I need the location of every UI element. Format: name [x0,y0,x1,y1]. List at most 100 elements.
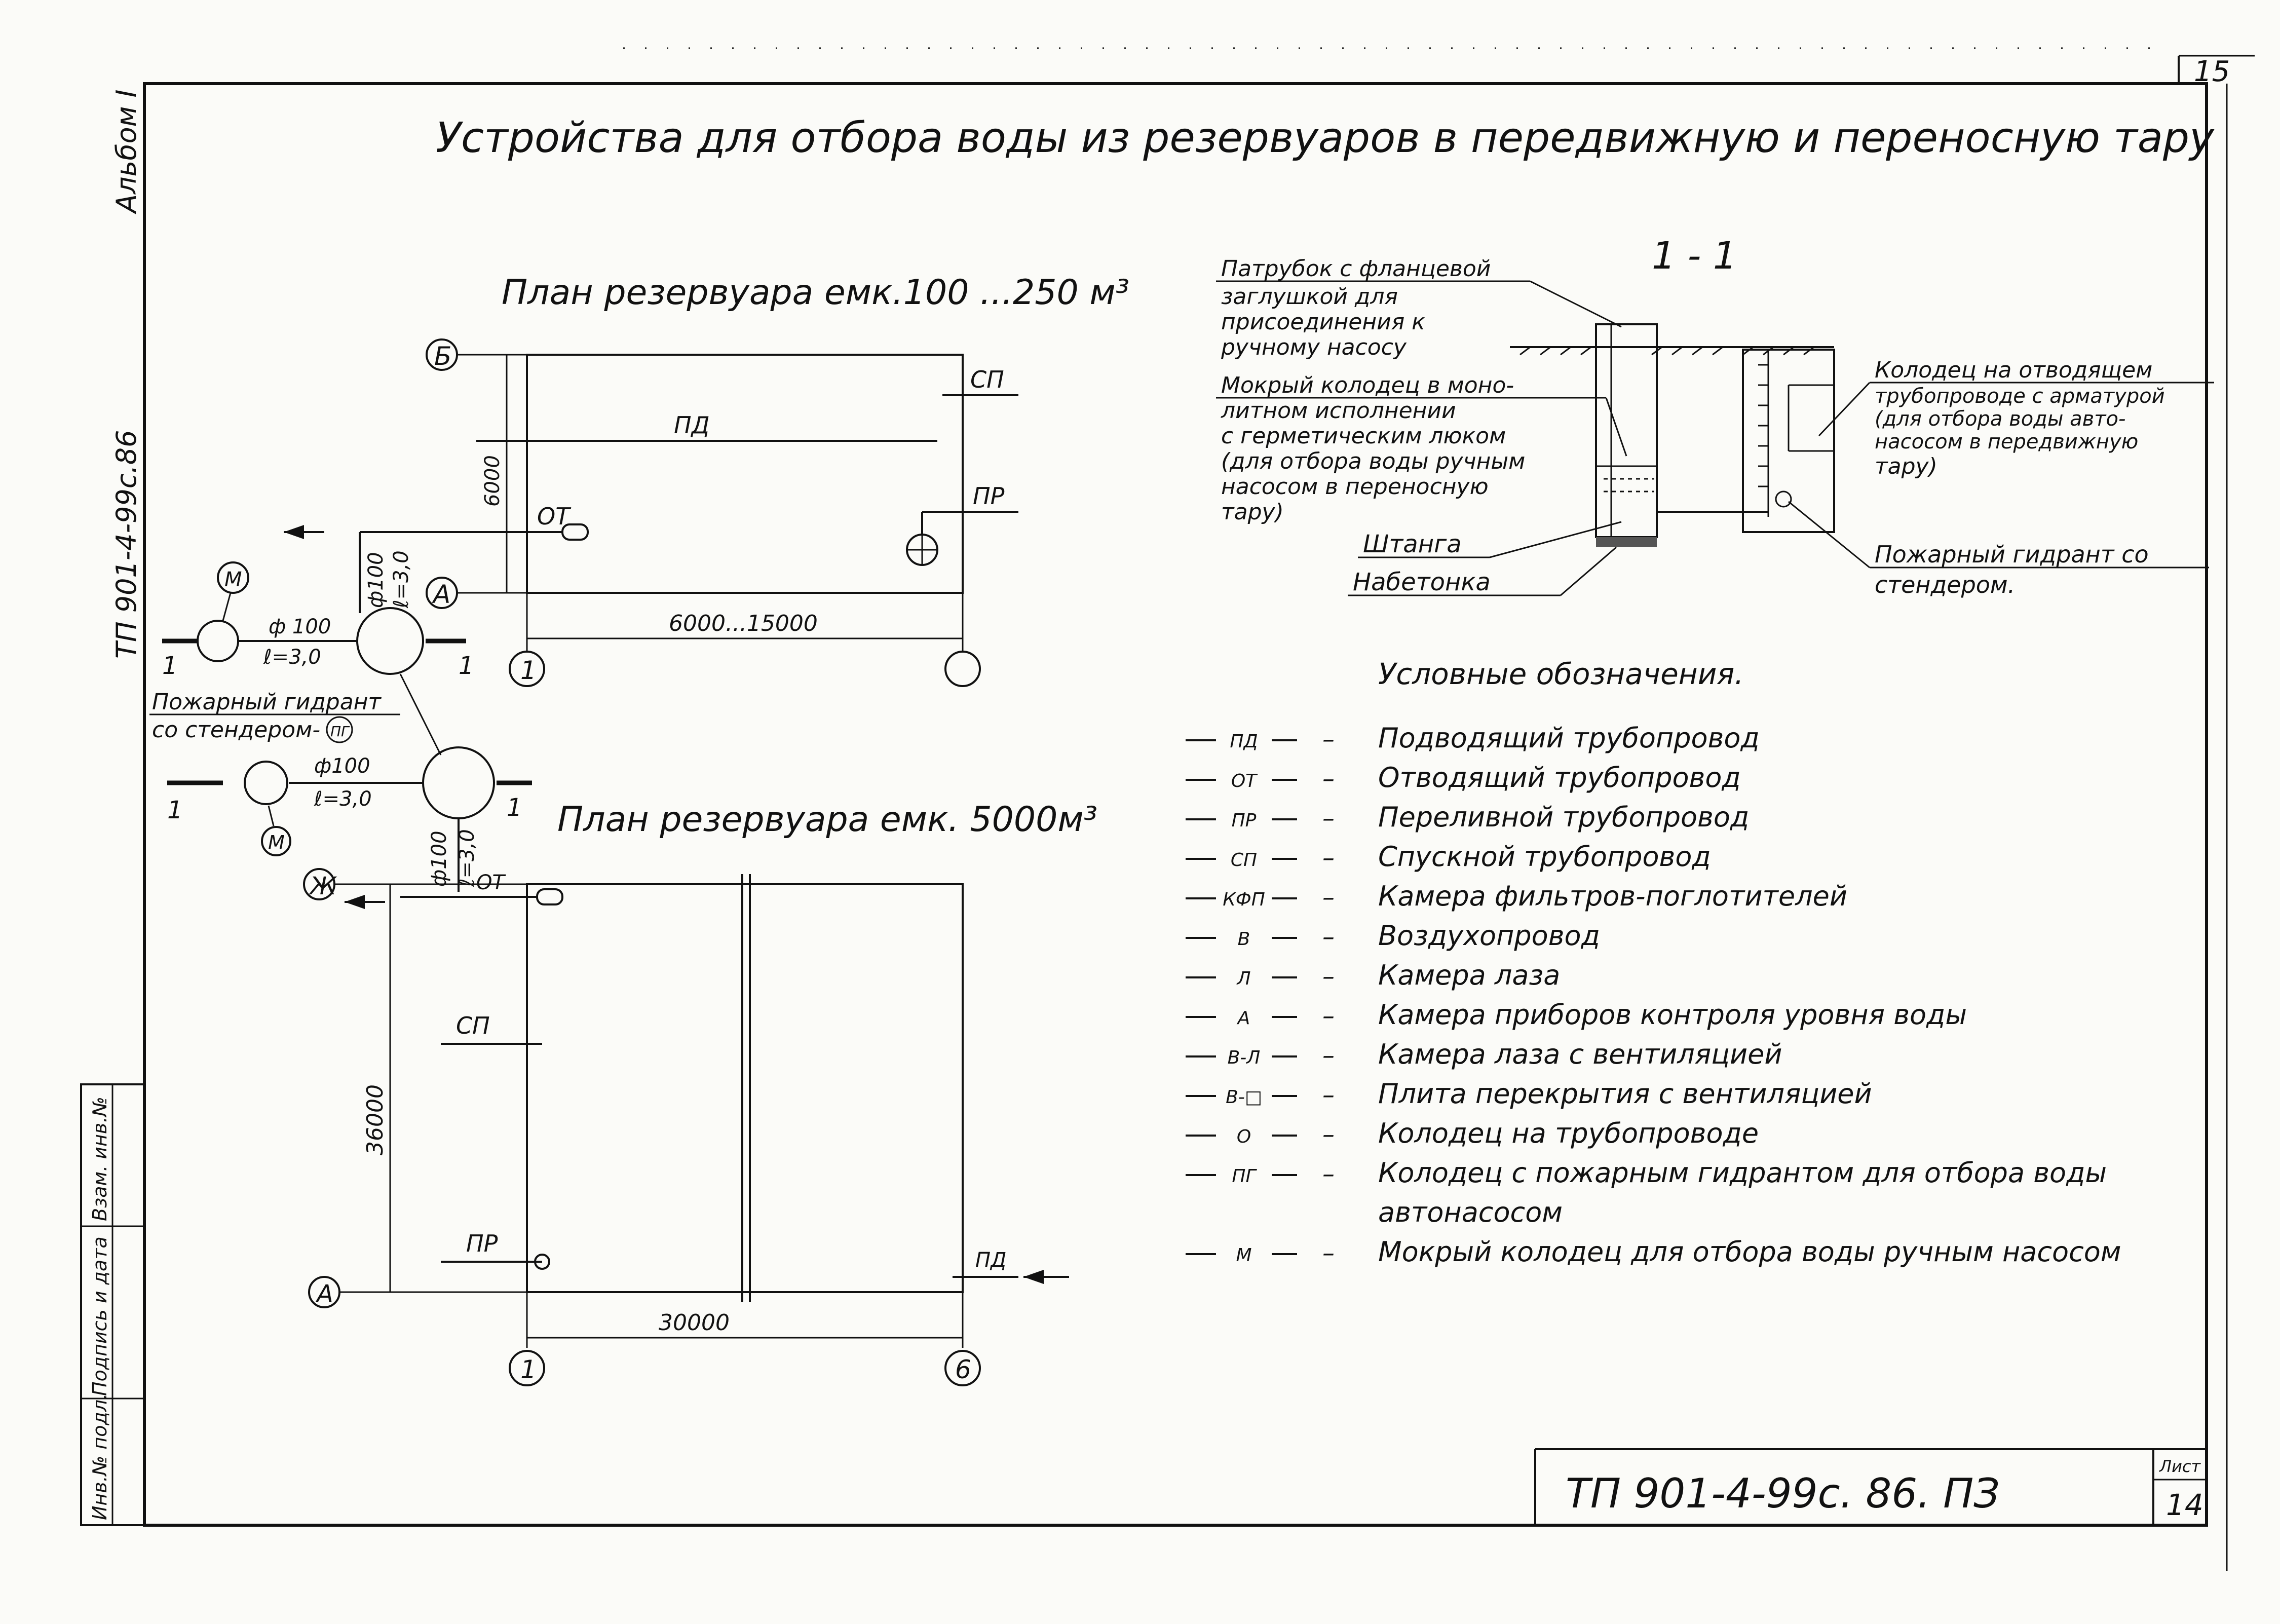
plan2-dim-horizontal-label: 30000 [659,1310,730,1336]
callout-branch-l1: Патрубок с фланцевой [1221,256,1491,282]
legend-row: В–Воздухопровод [1186,920,1600,952]
callout-outlet-l5: тару) [1875,454,1937,479]
plan2-pipe-sp-label: СП [456,1012,490,1039]
legend-symbol: ОТ [1231,771,1258,791]
callout-concrete: Набетонка [1353,568,1491,596]
ground-hatch [1519,346,1814,356]
legend-dash: – [1322,1041,1335,1070]
plan2-well-m-label: М [268,832,285,854]
legend-text: автонасосом [1378,1196,1563,1228]
outlet-well-section [1742,349,1835,533]
callout-branch-l2: заглушкой для [1221,284,1398,310]
legend-row: автонасосом [1378,1196,1563,1228]
plan2-len-vert: ℓ=3,0 [455,829,479,887]
callout-outlet-l3: (для отбора воды авто- [1875,407,2125,431]
hydrant-symbol-label: ПГ [330,723,350,740]
axis-6-label: 6 [955,1355,971,1384]
legend-symbol: ПР [1232,810,1257,831]
plan2-outline [526,883,964,1293]
plan1-dia-horiz: ф 100 [269,615,331,638]
plan1-title: План резервуара емк.100 ...250 м³ [502,273,1129,313]
axis-1b-label: 1 [520,1355,537,1384]
main-title: Устройства для отбора воды из резервуаро… [436,114,2215,162]
legend-text: Переливной трубопровод [1378,801,1749,833]
plan2-dia-horiz: ф100 [314,754,370,778]
legend-row: ПР–Переливной трубопровод [1186,801,1749,833]
plan1-dia-vert: ф100 [364,552,388,608]
plan2-len-horiz: ℓ=3,0 [314,787,372,811]
legend-dash: – [1322,962,1335,991]
axis-a-label: А [432,580,450,609]
plan2-overflow-well [534,1254,550,1270]
axis-1-label: 1 [520,656,537,685]
stamp-col-inv: Инв.№ подл. [89,1393,111,1520]
legend-row: В-□–Плита перекрытия с вентиляцией [1186,1078,1872,1110]
legend-row: СП–Спускной трубопровод [1186,841,1711,873]
plan1-len-horiz: ℓ=3,0 [263,646,321,669]
legend-dash: – [1322,883,1335,912]
plan2-section-mark-left: 1 [167,796,183,824]
legend-dash: – [1322,1120,1335,1149]
plan2-well-m-marker [261,826,291,856]
legend-text: Колодец на трубопроводе [1378,1117,1759,1149]
concrete-pad [1596,537,1657,547]
hydrant-symbol-marker [326,716,353,743]
legend-row: Л–Камера лаза [1186,959,1560,991]
plan1-section-mark-left: 1 [162,652,178,680]
album-label: Альбом I [110,90,142,214]
legend-text: Плита перекрытия с вентиляцией [1378,1078,1872,1110]
axis-2-marker [944,651,981,687]
sheet-marker: 15 [2194,55,2230,88]
plan2-dia-vert: ф100 [428,830,451,887]
plan2-title: План резервуара емк. 5000м³ [557,800,1097,840]
plan1-pipe-sp-label: СП [970,366,1004,393]
title-block: ТП 901-4-99с. 86. ПЗ Лист 14 [1534,1448,2207,1525]
sheet-frame: 15 [143,47,2255,1571]
legend-row: КФП – Камера фильтров-поглотителей [1186,880,1847,912]
plan1-len-vert: ℓ=3,0 [390,550,413,609]
callout-outlet-l1: Колодец на отводящем [1875,357,2152,383]
legend-dash: – [1322,1239,1335,1267]
legend-symbol: А [1237,1008,1250,1029]
legend-text: Камера фильтров-поглотителей [1378,880,1847,912]
plan1-dim-horizontal-label: 6000...15000 [669,611,818,636]
legend-symbol: ПД [1230,731,1258,752]
callout-hydrant-l1: Пожарный гидрант со [1875,541,2149,568]
legend-title: Условные обозначения. [1378,657,1744,691]
legend-dash: – [1322,923,1335,951]
plan-reservoir-large: План резервуара емк. 5000м³ 1 ф100 ℓ=3,0… [167,746,1097,1386]
callout-hydrant-l2: стендером. [1875,571,2015,598]
callout-wet-well-l3: с герметическим люком [1221,423,1506,449]
legend-text: Спускной трубопровод [1378,841,1711,873]
ladder-rungs [1758,364,1768,487]
legend-row: М – Мокрый колодец для отбора воды ручным … [1186,1236,2121,1268]
legend-dash: – [1322,1160,1335,1188]
plan1-section-mark-right: 1 [459,652,474,680]
legend-text: Камера лаза с вентиляцией [1378,1038,1782,1070]
legend-symbol: КФП [1223,889,1265,910]
legend-text: Воздухопровод [1378,920,1600,952]
legend-text: Мокрый колодец для отбора воды ручным на… [1378,1236,2121,1268]
legend-dash: – [1322,725,1335,753]
legend-row: ПД–Подводящий трубопровод [1186,722,1760,754]
plan2-section-mark-right: 1 [507,794,522,822]
callout-wet-well-l1: Мокрый колодец в моно- [1221,372,1514,398]
axis-a2-label: А [315,1280,333,1308]
axis-zh-label: Ж [309,872,337,900]
legend-dash: – [1322,1002,1335,1030]
title-block-sheet-no: 14 [2166,1488,2203,1522]
plan2-pipe-pd-label: ПД [975,1249,1006,1272]
plan1-well-m-marker [217,561,249,594]
callout-wet-well-l6: тару) [1221,499,1284,525]
section-title: 1 - 1 [1652,234,1737,278]
legend-row: ОТ–Отводящий трубопровод [1186,762,1741,794]
plan2-pipe-pr-label: ПР [466,1230,498,1257]
legend-symbol: М [1236,1245,1251,1266]
legend-symbol: ПГ [1232,1166,1257,1187]
plan1-hydrant-well [356,607,424,675]
section-1-1: 1 - 1 Патрубок с [1216,234,2214,598]
plan2-wet-well [244,761,288,805]
hydrant-callout: Пожарный гидрант со стендером- ПГ [149,673,442,756]
